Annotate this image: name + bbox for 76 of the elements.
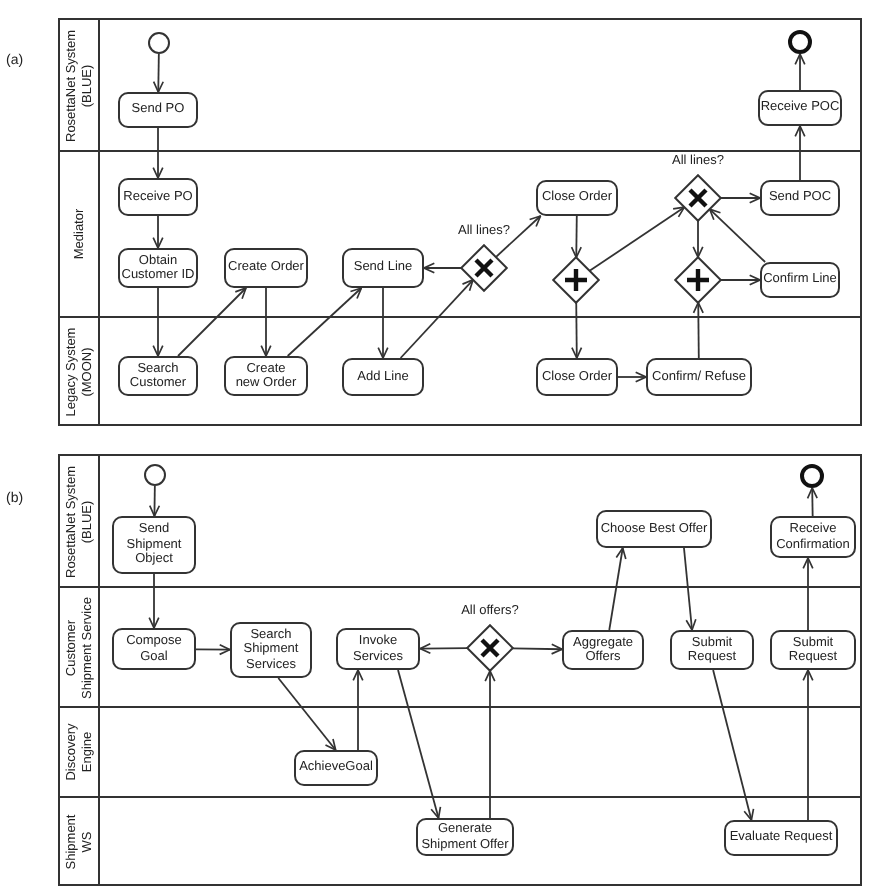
- arrow: [148, 573, 160, 629]
- decision-diamond: [460, 244, 508, 292]
- activity-box: [294, 750, 378, 786]
- arrow: [806, 487, 818, 517]
- arrow: [399, 278, 474, 359]
- arrow: [802, 557, 814, 631]
- arrow: [608, 547, 627, 631]
- arrow: [260, 287, 272, 357]
- arrow: [683, 547, 697, 631]
- arrow: [286, 287, 363, 357]
- arrow: [152, 215, 164, 249]
- arrow: [511, 643, 563, 655]
- activity-box: [118, 356, 198, 396]
- arrow: [494, 215, 542, 258]
- arrow: [484, 669, 496, 819]
- activity-box: [230, 622, 312, 678]
- swimlane: [58, 316, 862, 426]
- swimlane: [58, 18, 862, 152]
- parallel-gateway-diamond: [674, 256, 722, 304]
- activity-box: [118, 92, 198, 128]
- arrow: [195, 643, 231, 656]
- arrow: [794, 53, 806, 91]
- arrow: [152, 53, 165, 93]
- activity-box: [112, 516, 196, 574]
- activity-box: [536, 180, 618, 216]
- arrow: [152, 127, 164, 179]
- arrow: [152, 287, 164, 357]
- arrow: [692, 219, 704, 259]
- activity-box: [670, 630, 754, 670]
- arrow: [617, 371, 647, 383]
- arrow: [712, 669, 755, 821]
- arrow: [719, 274, 761, 286]
- activity-box: [724, 820, 838, 856]
- activity-box: [562, 630, 644, 670]
- arrow: [277, 677, 337, 751]
- arrow: [794, 125, 806, 181]
- arrow: [570, 215, 583, 259]
- arrow: [708, 208, 766, 263]
- arrow: [419, 642, 469, 655]
- arrow: [148, 485, 161, 517]
- swimlane: [58, 586, 862, 708]
- activity-box: [224, 248, 308, 288]
- swimlane: [58, 150, 862, 318]
- activity-box: [770, 630, 856, 670]
- arrow: [177, 287, 247, 357]
- arrow: [692, 301, 704, 359]
- activity-box: [118, 178, 198, 216]
- activity-box: [336, 628, 420, 670]
- decision-diamond: [674, 174, 722, 222]
- activity-box: [596, 510, 712, 548]
- start-circle: [148, 32, 170, 54]
- arrow: [571, 301, 583, 359]
- end-circle: [800, 464, 824, 488]
- activity-box: [760, 180, 840, 216]
- activity-box: [112, 628, 196, 670]
- arrow: [352, 669, 364, 751]
- activity-box: [758, 90, 842, 126]
- activity-box: [646, 358, 752, 396]
- activity-box: [342, 248, 424, 288]
- activity-box: [760, 262, 840, 298]
- activity-box: [224, 356, 308, 396]
- swimlane: [58, 796, 862, 886]
- swimlane: [58, 454, 862, 588]
- arrow: [588, 206, 686, 272]
- activity-box: [342, 358, 424, 396]
- activity-box: [536, 358, 618, 396]
- start-circle: [144, 464, 166, 486]
- arrow: [377, 287, 389, 359]
- arrow: [802, 669, 814, 821]
- decision-diamond: [466, 624, 514, 672]
- arrow: [719, 192, 761, 204]
- arrow: [423, 262, 463, 274]
- arrow: [397, 669, 442, 819]
- parallel-gateway-diamond: [552, 256, 600, 304]
- swimlane: [58, 706, 862, 798]
- end-circle: [788, 30, 812, 54]
